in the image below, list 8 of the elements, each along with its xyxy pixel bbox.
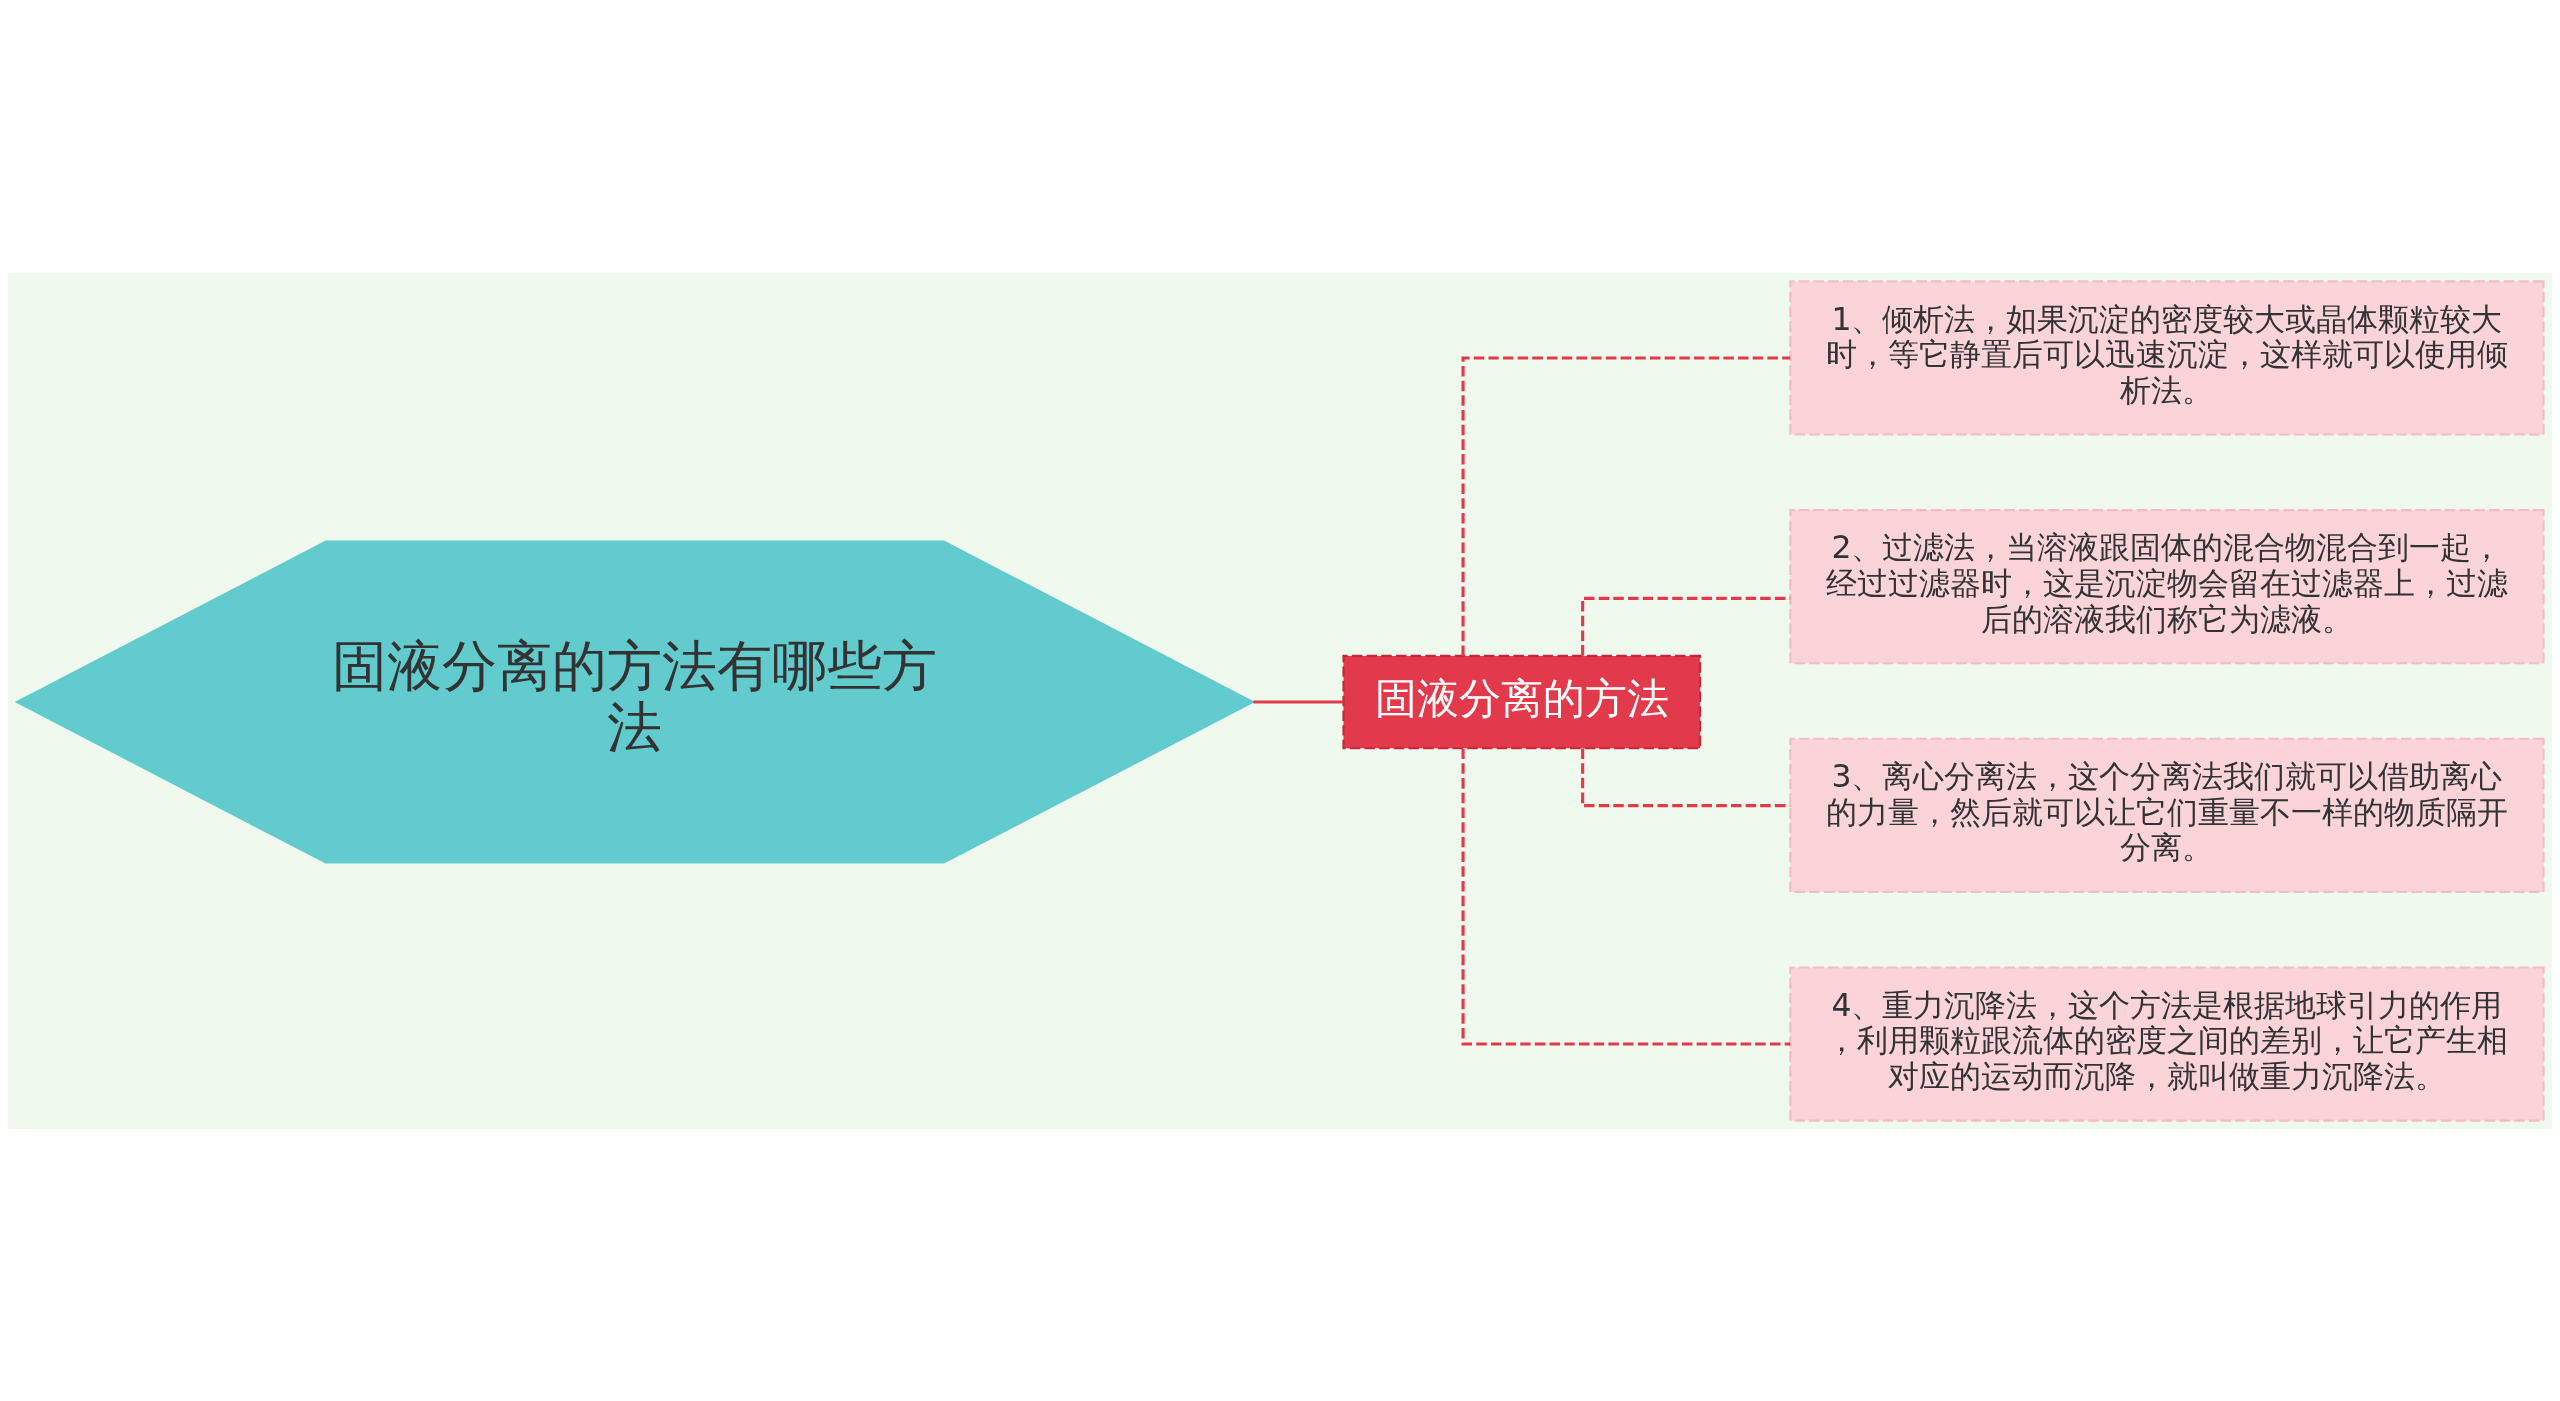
connector: [1461, 355, 1791, 656]
node-box: 1、倾析法，如果沉淀的密度较大或晶体颗粒较大时，等它静置后可以迅速沉淀，这样就可以使用倾析法。: [1789, 279, 2545, 436]
node-box: 3、离心分离法，这个分离法我们就可以借助离心的力量，然后就可以让它们重量不一样的物质隔开分离。: [1789, 737, 2545, 893]
node-box: 固液分离的方法: [1342, 654, 1702, 749]
connector: [1461, 748, 1791, 1046]
connector: [1253, 699, 1344, 704]
node-box: 2、过滤法，当溶液跟固体的混合物混合到一起，经过过滤器时，这是沉淀物会留在过滤器上，过滤后的溶液我们称它为滤液。: [1789, 508, 2545, 664]
node-box: 4、重力沉降法，这个方法是根据地球引力的作用，利用颗粒跟流体的密度之间的差别，让它产生相对应的运动而沉降，就叫做重力沉降法。: [1789, 965, 2545, 1122]
